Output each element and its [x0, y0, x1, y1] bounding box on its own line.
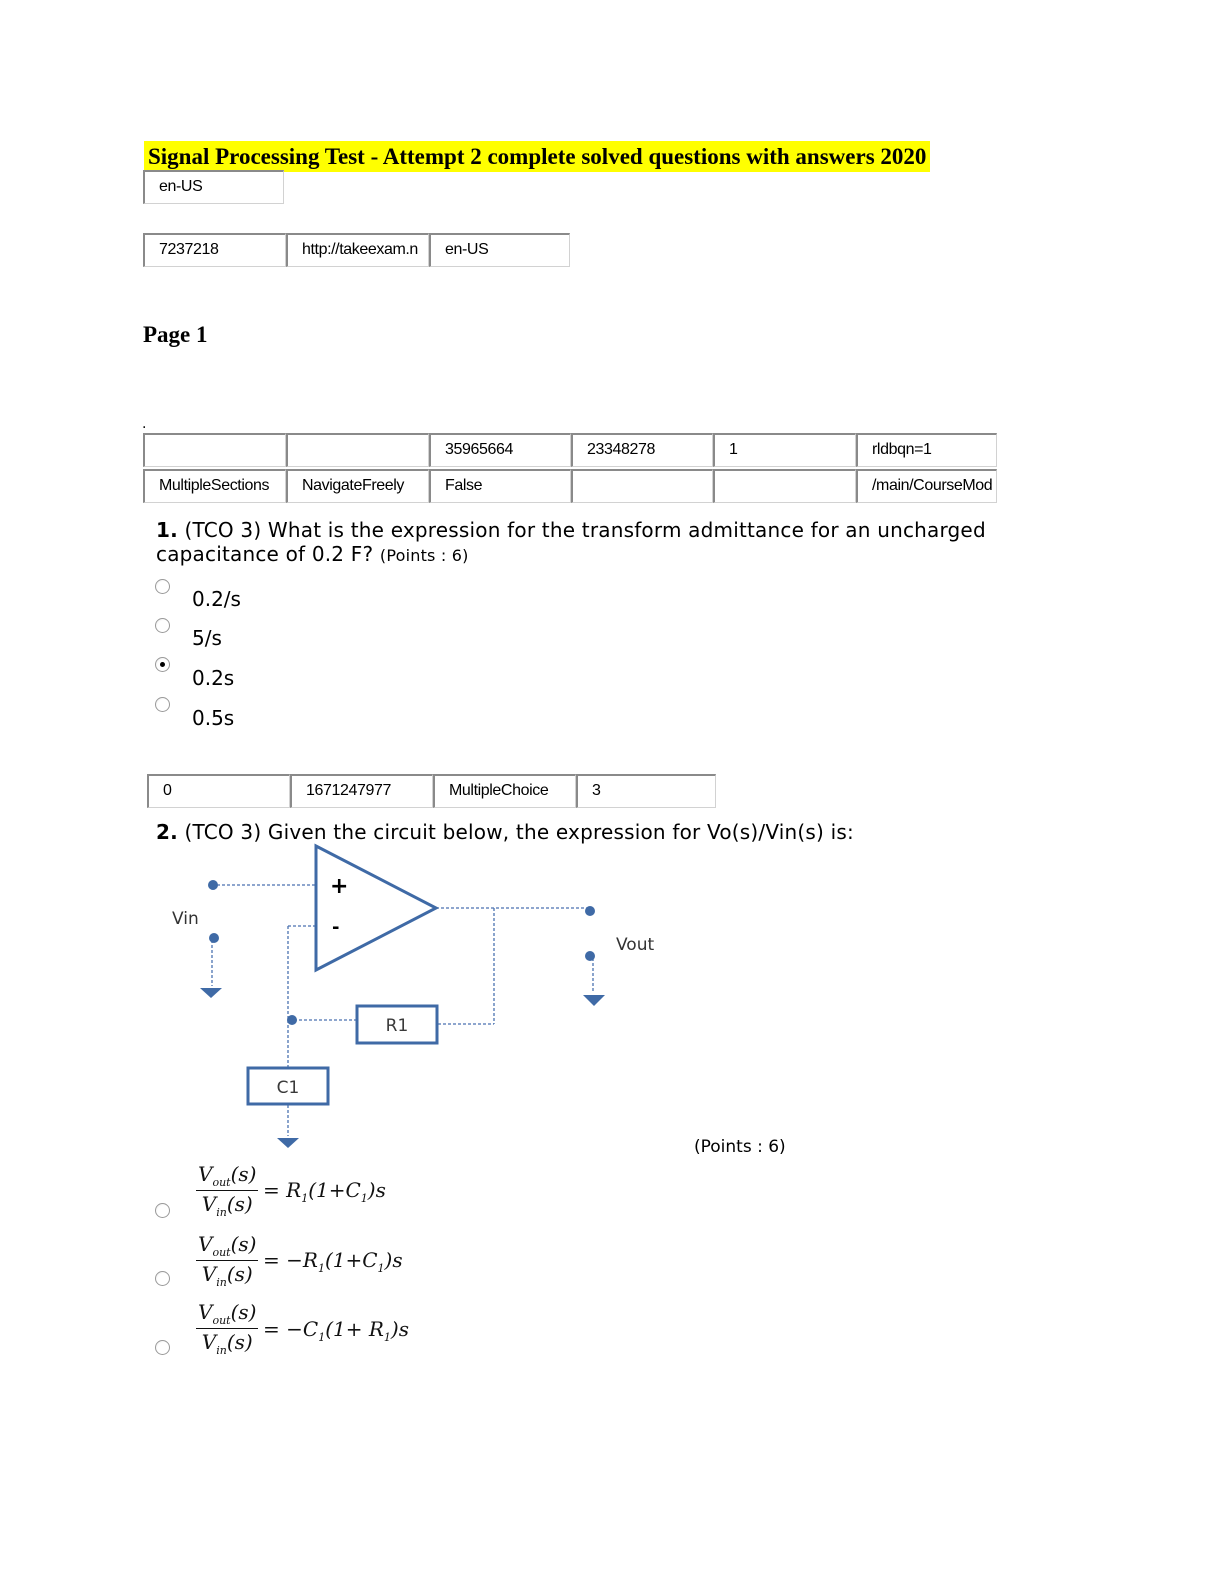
q2-option-2-rhs: = −R1(1+C1)s: [263, 1248, 403, 1275]
section-cell: [143, 433, 286, 467]
q1-option-4-radio[interactable]: [155, 697, 170, 712]
op-amp-triangle: [314, 843, 440, 973]
attempt-id-field: 7237218: [143, 233, 286, 267]
q1-option-2-radio[interactable]: [155, 618, 170, 633]
question-2-number: 2.: [156, 820, 178, 844]
q1-option-3-radio[interactable]: [155, 657, 170, 672]
q2-option-2-radio[interactable]: [155, 1271, 170, 1286]
locale-field-2: en-US: [429, 233, 570, 267]
q2-option-3-radio[interactable]: [155, 1340, 170, 1355]
c1-box: [246, 1066, 330, 1106]
question-2-points: (Points : 6): [694, 1137, 786, 1157]
feedback-node: [287, 1015, 297, 1025]
question-1-number: 1.: [156, 518, 178, 542]
op-amp-minus: -: [332, 917, 339, 938]
c1-ground-icon: [277, 1138, 299, 1148]
q2-option-1-radio[interactable]: [155, 1203, 170, 1218]
q1-option-4-label: 0.5s: [192, 706, 235, 730]
stray-mark: .: [142, 416, 147, 432]
question-1-line-2: capacitance of 0.2 F?: [156, 542, 374, 566]
section-cell: 23348278: [571, 433, 713, 467]
c1-label: C1: [277, 1078, 300, 1098]
section-cell: rldbqn=1: [856, 433, 997, 467]
q1-option-2-label: 5/s: [192, 626, 222, 650]
section-cell: [286, 433, 429, 467]
question-field: 3: [576, 774, 716, 808]
r1-label: R1: [386, 1016, 409, 1036]
q2-option-1-fraction: Vout(s) Vin(s): [196, 1162, 259, 1219]
page-heading: Page 1: [143, 322, 208, 347]
section-cell: 35965664: [429, 433, 571, 467]
q2-option-3-fraction: Vout(s) Vin(s): [196, 1300, 259, 1357]
vout-ground-icon: [583, 995, 605, 1006]
question-field: 1671247977: [290, 774, 433, 808]
q2-option-2-fraction: Vout(s) Vin(s): [196, 1232, 259, 1289]
q1-option-1-label: 0.2/s: [192, 587, 241, 611]
url-field: http://takeexam.n: [286, 233, 429, 267]
section-cell: [571, 469, 713, 503]
vin-label: Vin: [172, 909, 199, 929]
document-title: Signal Processing Test - Attempt 2 compl…: [144, 141, 931, 172]
r1-box: [355, 1004, 439, 1045]
question-1-points: (Points : 6): [379, 546, 469, 565]
question-field: 0: [147, 774, 290, 808]
q1-option-1-radio[interactable]: [155, 579, 170, 594]
question-field: MultipleChoice: [433, 774, 576, 808]
question-2-prompt: (TCO 3) Given the circuit below, the exp…: [184, 820, 854, 844]
question-2-text: 2. (TCO 3) Given the circuit below, the …: [156, 820, 854, 844]
vout-label: Vout: [616, 935, 654, 955]
section-cell: 1: [713, 433, 856, 467]
vin-ground-icon: [200, 988, 222, 998]
question-1-line-1: (TCO 3) What is the expression for the t…: [184, 518, 986, 542]
op-amp-plus: +: [330, 874, 348, 899]
vin-minus-terminal: [209, 933, 219, 943]
circuit-diagram: + - R1 C1 Vin Vout: [172, 843, 654, 1148]
q2-option-3-rhs: = −C1(1+ R1)s: [263, 1317, 409, 1344]
vin-plus-terminal: [208, 880, 218, 890]
section-cell: MultipleSections: [143, 469, 286, 503]
q1-option-3-label: 0.2s: [192, 666, 235, 690]
q2-option-1-rhs: = R1(1+C1)s: [263, 1178, 386, 1205]
question-1-text: 1. (TCO 3) What is the expression for th…: [156, 518, 986, 568]
section-cell: False: [429, 469, 571, 503]
vout-plus-terminal: [585, 906, 595, 916]
locale-field: en-US: [143, 170, 284, 204]
section-cell: NavigateFreely: [286, 469, 429, 503]
section-cell: /main/CourseMod: [856, 469, 997, 503]
section-cell: [713, 469, 856, 503]
vout-minus-terminal: [585, 951, 595, 961]
